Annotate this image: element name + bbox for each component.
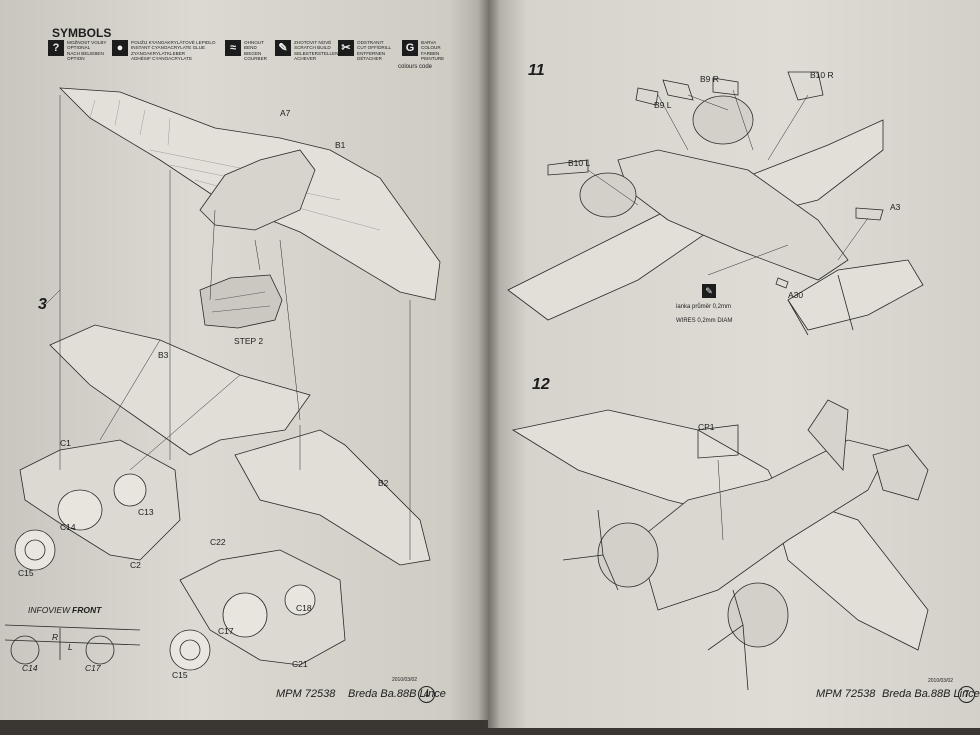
part-CP1: CP1 <box>698 422 715 432</box>
right-page-number: 7 <box>958 686 975 703</box>
symbol-cut-off: ✂ ODSTRANIT CUT OFF/DRILL ENTFERNEN DÉTA… <box>338 40 398 64</box>
part-C15-right: C15 <box>172 670 188 680</box>
part-C2: C2 <box>130 560 141 570</box>
colour-code-icon: G <box>402 40 418 56</box>
left-footer-code: MPM 72538 <box>276 688 336 700</box>
symbol-colour-code-text: BARVA COLOUR FARBEN PEINTURE <box>421 40 445 62</box>
symbol-glue-text: POUŽIJ KYANOAKRYLÁTOVÉ LEPIDLO INSTANT C… <box>131 40 216 62</box>
part-B3: B3 <box>158 350 169 360</box>
part-C14: C14 <box>60 522 76 532</box>
symbol-glue: ● POUŽIJ KYANOAKRYLÁTOVÉ LEPIDLO INSTANT… <box>112 40 222 64</box>
part-C18: C18 <box>296 603 312 613</box>
step-3-number: 3 <box>38 296 47 313</box>
infoview-label: INFOVIEW <box>28 605 71 615</box>
steps-11-12-drawing <box>507 71 929 691</box>
part-C13: C13 <box>138 507 154 517</box>
front-label: FRONT <box>72 605 102 615</box>
symbol-cut-off-text: ODSTRANIT CUT OFF/DRILL ENTFERNEN DÉTACH… <box>357 40 392 62</box>
colour-code-label: colours code <box>398 64 433 70</box>
part-B10-L: B10 L <box>568 158 591 168</box>
symbol-bend: ≈ OHNOUT BEND BIEGEN COURBER <box>225 40 275 64</box>
part-A7: A7 <box>280 108 291 118</box>
part-C22: C22 <box>210 537 226 547</box>
book-gutter <box>478 0 500 728</box>
symbol-bend-text: OHNOUT BEND BIEGEN COURBER <box>244 40 267 62</box>
part-A3: A3 <box>890 202 901 212</box>
part-B2: B2 <box>378 478 389 488</box>
right-side-label: R <box>52 632 59 642</box>
part-C1: C1 <box>60 438 71 448</box>
inset-part-C17: C17 <box>85 663 101 673</box>
part-B9-L: B9 L <box>654 100 672 110</box>
left-date-code: 2010/03/02 <box>392 677 418 683</box>
left-side-label: L <box>68 642 73 652</box>
part-B9-R: B9 R <box>700 74 719 84</box>
scratch-build-icon: ✎ <box>702 284 716 298</box>
left-page: SYMBOLS ? MOŽNOST VOLBY OPTIONAL NACH BE… <box>0 0 488 720</box>
part-C17: C17 <box>218 626 234 636</box>
part-B1: B1 <box>335 140 346 150</box>
glue-drop-icon: ● <box>112 40 128 56</box>
right-date-code: 2010/03/02 <box>928 678 954 684</box>
step-2-reference: STEP 2 <box>234 336 264 346</box>
step-12-number: 12 <box>532 376 550 393</box>
part-B10-R: B10 R <box>810 70 834 80</box>
left-page-number: 4 <box>418 686 435 703</box>
right-footer-title: Breda Ba.88B Lince <box>882 688 980 700</box>
symbol-colour-code: G BARVA COLOUR FARBEN PEINTURE <box>402 40 462 64</box>
part-C21: C21 <box>292 659 308 669</box>
right-footer-code: MPM 72538 <box>816 688 876 700</box>
symbol-scratch-build: ✎ ZHOTOVIT NOVÉ SCRATCH BUILD SELBSTERST… <box>275 40 339 64</box>
question-mark-icon: ? <box>48 40 64 56</box>
scratch-build-icon: ✎ <box>275 40 291 56</box>
step-11-number: 11 <box>528 62 545 79</box>
part-C15-left: C15 <box>18 568 34 578</box>
wire-note-cz: lanka průměr 0,2mm <box>676 304 732 310</box>
right-page: 11 12 B9 R B10 R B9 L B10 L A3 A30 ✎ lan… <box>488 0 980 728</box>
symbols-title: SYMBOLS <box>52 26 112 40</box>
symbol-optional: ? MOŽNOST VOLBY OPTIONAL NACH BELIEBEN O… <box>48 40 108 64</box>
symbol-optional-text: MOŽNOST VOLBY OPTIONAL NACH BELIEBEN OPT… <box>67 40 107 62</box>
symbol-scratch-build-text: ZHOTOVIT NOVÉ SCRATCH BUILD SELBSTERSTEL… <box>294 40 339 62</box>
wire-note-en: WIRES 0,2mm DIAM <box>676 318 733 324</box>
cut-off-icon: ✂ <box>338 40 354 56</box>
step3-drawing <box>4 87 441 671</box>
inset-part-C14: C14 <box>22 663 38 673</box>
part-A30: A30 <box>788 290 804 300</box>
bend-out-icon: ≈ <box>225 40 241 56</box>
